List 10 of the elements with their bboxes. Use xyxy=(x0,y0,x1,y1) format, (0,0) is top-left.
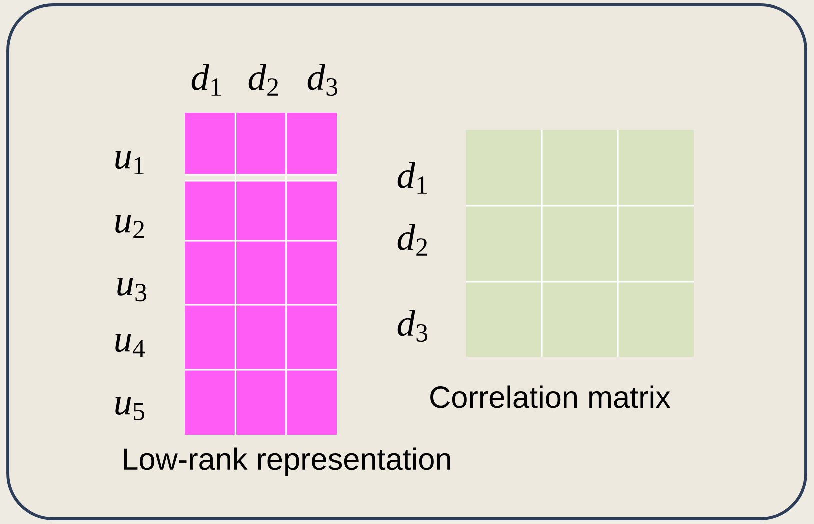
matrix-index-label: d$_{2}$ xyxy=(398,224,428,256)
matrix-index-label: u$_{1}$ xyxy=(116,152,144,174)
matrix-index-label: u$_{3}$ xyxy=(118,278,147,302)
matrix-index-label: u$_{5}$ xyxy=(116,397,145,421)
matrix-index-label: d$_{3}$ xyxy=(398,310,428,342)
matrix-label: Correlation matrix xyxy=(430,386,671,408)
matrix-label: Low-rank representation xyxy=(124,448,450,476)
matrix-index-label: u$_{4}$ xyxy=(116,334,146,358)
matrix-index-label: u$_{2}$ xyxy=(116,216,144,238)
matrix-index-label: d$_{1}$ xyxy=(398,162,428,194)
